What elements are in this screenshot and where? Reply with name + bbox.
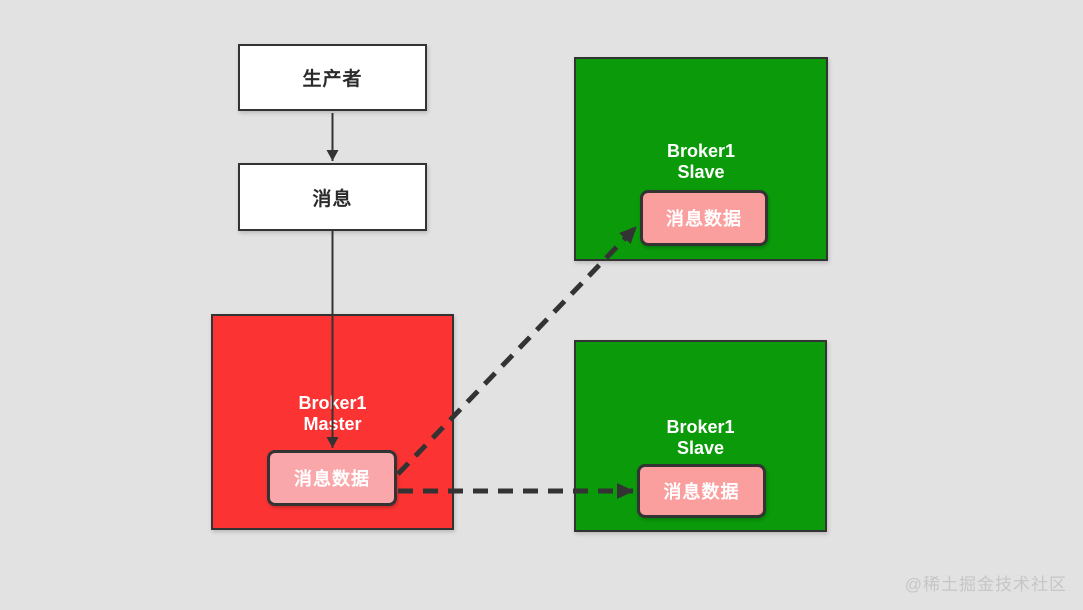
slave-bottom-message-data-chip: 消息数据 xyxy=(637,464,766,518)
broker1-slave-bottom-title-line2: Slave xyxy=(676,438,725,458)
broker1-slave-bottom-title-line1: Broker1 xyxy=(666,417,735,437)
broker1-master-title: Broker1 Master xyxy=(213,393,452,435)
master-message-data-label: 消息数据 xyxy=(294,469,370,489)
message-box: 消息 xyxy=(238,163,427,231)
producer-label: 生产者 xyxy=(302,69,363,90)
broker1-slave-bottom-title: Broker1 Slave xyxy=(576,417,825,459)
producer-box: 生产者 xyxy=(238,44,427,111)
broker1-slave-top-title-line1: Broker1 xyxy=(666,141,736,161)
message-label: 消息 xyxy=(312,188,353,210)
broker1-master-title-line2: Master xyxy=(303,414,362,434)
broker1-master-title-line1: Broker1 xyxy=(298,393,367,413)
broker1-slave-top-title-line2: Slave xyxy=(677,162,725,182)
broker1-slave-bottom-box: Broker1 Slave 消息数据 xyxy=(574,340,827,532)
slave-top-message-data-chip: 消息数据 xyxy=(640,190,768,246)
slave-bottom-message-data-label: 消息数据 xyxy=(663,482,740,502)
broker1-slave-top-title: Broker1 Slave xyxy=(576,141,826,183)
master-message-data-chip: 消息数据 xyxy=(267,450,397,506)
broker1-slave-top-box: Broker1 Slave 消息数据 xyxy=(574,57,828,261)
watermark: @稀土掘金技术社区 xyxy=(904,575,1067,594)
slave-top-message-data-label: 消息数据 xyxy=(666,209,742,229)
broker1-master-box: Broker1 Master 消息数据 xyxy=(211,314,454,530)
